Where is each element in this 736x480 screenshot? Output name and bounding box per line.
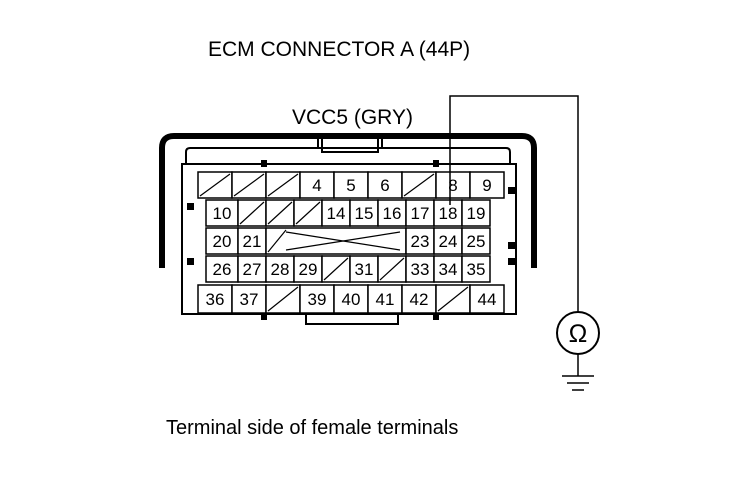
terminal-5: 5 bbox=[333, 171, 369, 199]
terminal-number: 44 bbox=[478, 290, 497, 309]
terminal-number: 17 bbox=[411, 204, 430, 223]
terminal-number: 18 bbox=[439, 204, 458, 223]
housing-key-markers bbox=[187, 160, 515, 320]
probe-wire-label: VCC5 (GRY) bbox=[292, 106, 413, 129]
terminal-unused bbox=[231, 171, 267, 199]
terminal-number: 35 bbox=[467, 260, 486, 279]
terminal-number: 15 bbox=[355, 204, 374, 223]
terminal-42: 42 bbox=[401, 284, 437, 314]
terminal-number: 42 bbox=[410, 290, 429, 309]
terminal-34: 34 bbox=[433, 255, 463, 283]
terminal-number: 14 bbox=[327, 204, 346, 223]
terminal-number: 41 bbox=[376, 290, 395, 309]
terminal-8: 8 bbox=[435, 171, 471, 199]
terminal-number: 36 bbox=[206, 290, 225, 309]
terminal-unused bbox=[321, 255, 351, 283]
terminal-27: 27 bbox=[237, 255, 267, 283]
terminal-number: 16 bbox=[383, 204, 402, 223]
terminal-15: 15 bbox=[349, 199, 379, 227]
terminal-number: 20 bbox=[213, 232, 232, 251]
terminal-number: 21 bbox=[243, 232, 262, 251]
terminal-21: 21 bbox=[237, 227, 267, 255]
terminal-17: 17 bbox=[405, 199, 435, 227]
terminal-number: 34 bbox=[439, 260, 458, 279]
terminal-unused bbox=[401, 171, 437, 199]
terminal-23: 23 bbox=[405, 227, 435, 255]
terminal-unused bbox=[265, 284, 301, 314]
terminal-unused bbox=[265, 171, 301, 199]
terminal-number: 25 bbox=[467, 232, 486, 251]
terminal-number: 40 bbox=[342, 290, 361, 309]
terminal-number: 5 bbox=[346, 176, 355, 195]
terminal-number: 31 bbox=[355, 260, 374, 279]
terminal-grid: 4 5 6 8 9 10 14 15 16 17 18 19 20 21 23 24 25 26 27 28 29 31 3… bbox=[197, 171, 505, 314]
terminal-unused bbox=[265, 227, 407, 255]
terminal-number: 37 bbox=[240, 290, 259, 309]
terminal-18: 18 bbox=[433, 199, 463, 227]
terminal-44: 44 bbox=[469, 284, 505, 314]
ground-icon bbox=[562, 354, 594, 391]
terminal-4: 4 bbox=[299, 171, 335, 199]
terminal-unused bbox=[197, 171, 233, 199]
terminal-10: 10 bbox=[205, 199, 239, 227]
diagram-caption: Terminal side of female terminals bbox=[166, 417, 458, 439]
ohm-symbol: Ω bbox=[569, 320, 588, 348]
terminal-unused bbox=[265, 199, 295, 227]
terminal-33: 33 bbox=[405, 255, 435, 283]
terminal-number: 8 bbox=[448, 176, 457, 195]
terminal-25: 25 bbox=[461, 227, 491, 255]
terminal-number: 27 bbox=[243, 260, 262, 279]
terminal-unused bbox=[237, 199, 267, 227]
terminal-20: 20 bbox=[205, 227, 239, 255]
terminal-number: 24 bbox=[439, 232, 458, 251]
terminal-16: 16 bbox=[377, 199, 407, 227]
terminal-39: 39 bbox=[299, 284, 335, 314]
terminal-number: 4 bbox=[312, 176, 321, 195]
diagram-title: ECM CONNECTOR A (44P) bbox=[208, 38, 470, 61]
terminal-unused bbox=[293, 199, 323, 227]
ohmmeter-icon: Ω bbox=[556, 311, 600, 355]
terminal-37: 37 bbox=[231, 284, 267, 314]
terminal-number: 9 bbox=[482, 176, 491, 195]
terminal-number: 33 bbox=[411, 260, 430, 279]
terminal-19: 19 bbox=[461, 199, 491, 227]
terminal-number: 23 bbox=[411, 232, 430, 251]
terminal-number: 10 bbox=[213, 204, 232, 223]
terminal-28: 28 bbox=[265, 255, 295, 283]
terminal-40: 40 bbox=[333, 284, 369, 314]
terminal-number: 29 bbox=[299, 260, 318, 279]
terminal-9: 9 bbox=[469, 171, 505, 199]
terminal-14: 14 bbox=[321, 199, 351, 227]
terminal-31: 31 bbox=[349, 255, 379, 283]
terminal-number: 39 bbox=[308, 290, 327, 309]
terminal-24: 24 bbox=[433, 227, 463, 255]
terminal-unused bbox=[377, 255, 407, 283]
terminal-unused bbox=[435, 284, 471, 314]
probe-wire bbox=[449, 95, 579, 316]
terminal-number: 6 bbox=[380, 176, 389, 195]
terminal-35: 35 bbox=[461, 255, 491, 283]
terminal-number: 28 bbox=[271, 260, 290, 279]
terminal-29: 29 bbox=[293, 255, 323, 283]
terminal-36: 36 bbox=[197, 284, 233, 314]
terminal-number: 19 bbox=[467, 204, 486, 223]
terminal-number: 26 bbox=[213, 260, 232, 279]
terminal-26: 26 bbox=[205, 255, 239, 283]
terminal-6: 6 bbox=[367, 171, 403, 199]
terminal-41: 41 bbox=[367, 284, 403, 314]
